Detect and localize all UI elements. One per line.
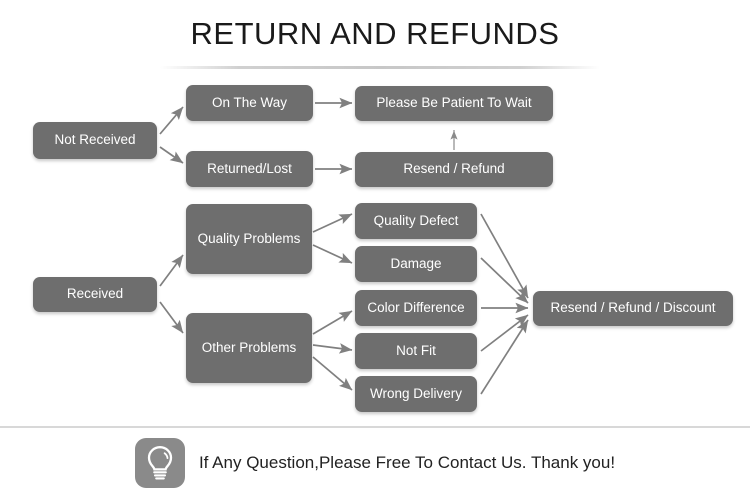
node-not-fit[interactable]: Not Fit [355, 333, 477, 369]
edge-received-quality-problems [159, 254, 184, 287]
edge-wrong-delivery [312, 356, 353, 391]
page-title: RETURN AND REFUNDS [190, 16, 560, 51]
node-on-the-way[interactable]: On The Way [186, 85, 313, 121]
node-resend-refund-discount[interactable]: Resend / Refund / Discount [533, 291, 733, 326]
edge-color-difference [312, 310, 353, 335]
node-quality-problems[interactable]: Quality Problems [186, 204, 312, 274]
node-quality-defect[interactable]: Quality Defect [355, 203, 477, 239]
node-received[interactable]: Received [33, 277, 157, 312]
edge-quality-defect [312, 213, 353, 233]
edge-received-other-problems [159, 301, 184, 334]
footer-divider [0, 426, 750, 428]
footer: If Any Question,Please Free To Contact U… [0, 432, 750, 494]
edge-quality-defect-result [480, 213, 529, 299]
edge-not-received-returned-lost [159, 146, 184, 164]
edge-not-received-on-the-way [159, 106, 184, 135]
node-damage[interactable]: Damage [355, 246, 477, 282]
lightbulb-icon [134, 438, 185, 488]
node-not-received[interactable]: Not Received [33, 122, 157, 159]
title-divider [160, 66, 600, 69]
node-wrong-delivery[interactable]: Wrong Delivery [355, 376, 477, 412]
node-other-problems[interactable]: Other Problems [186, 313, 312, 383]
edge-not-fit [312, 343, 353, 354]
edge-not-fit-result [480, 314, 529, 352]
node-color-difference[interactable]: Color Difference [355, 290, 477, 326]
node-resend-refund[interactable]: Resend / Refund [355, 152, 553, 187]
node-please-be-patient[interactable]: Please Be Patient To Wait [355, 86, 553, 121]
edge-wrong-delivery-result [480, 319, 529, 395]
edge-damage [312, 244, 353, 264]
node-returned-lost[interactable]: Returned/Lost [186, 151, 313, 187]
footer-text: If Any Question,Please Free To Contact U… [198, 453, 616, 472]
edge-damage-result [480, 257, 529, 304]
